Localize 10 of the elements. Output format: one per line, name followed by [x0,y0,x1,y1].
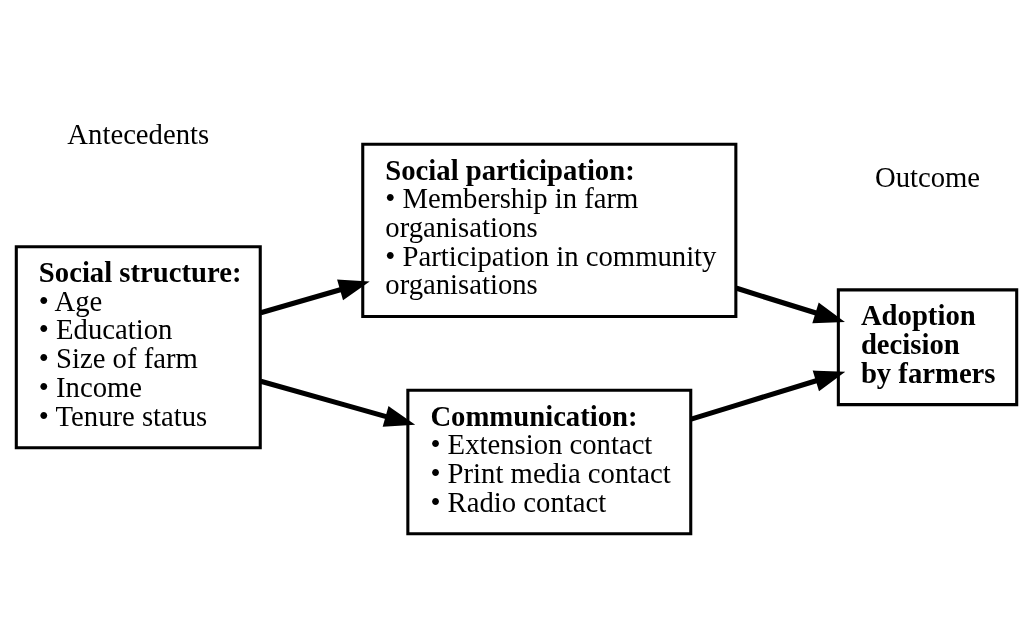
arrow [260,378,416,427]
arrow [735,285,845,323]
node-box: Communication: • Extension contact • Print media contact • Radio contact [406,388,693,535]
label: Antecedents [67,117,210,150]
node-box: Social structure: • Age • Education • Size of farm • Income • Tenure status [14,244,262,449]
node-box: Social participation: • Membership in farm organisations • Participation in community organisations [361,142,738,318]
arrow [690,370,846,422]
label: Outcome [874,160,981,193]
arrow [260,279,370,315]
node-box: Adoption decision by farmers [836,287,1019,406]
